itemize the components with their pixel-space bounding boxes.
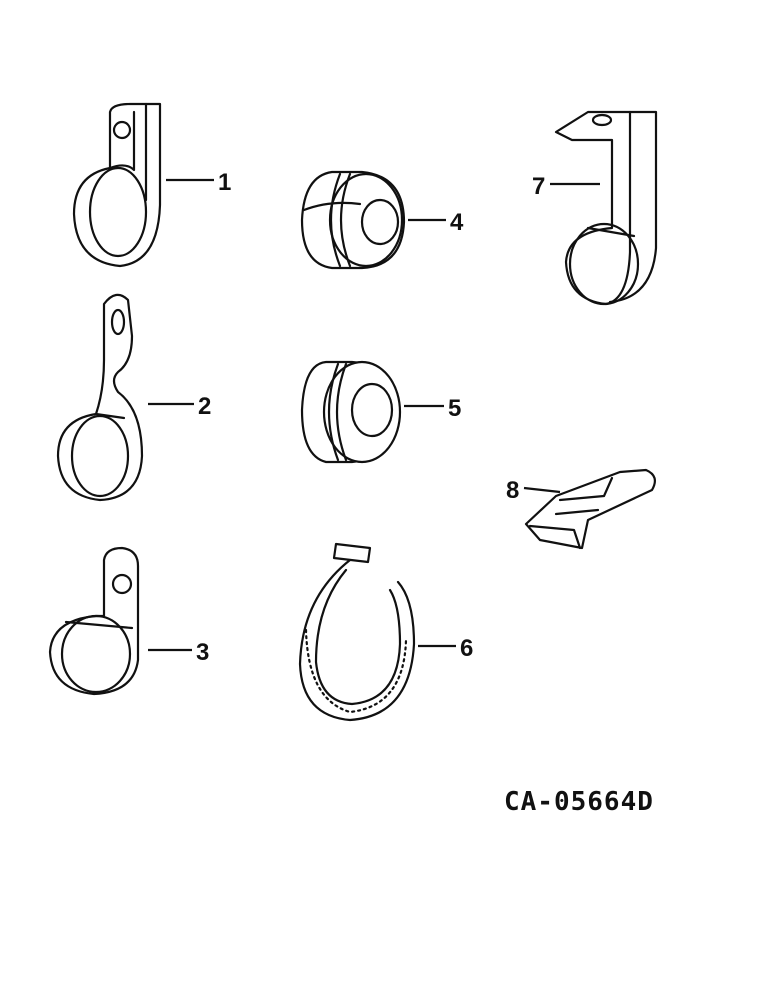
loop-clamp-icon: [72, 102, 162, 268]
cable-tie-icon: [298, 542, 416, 722]
callout-5: 5: [448, 395, 461, 422]
callout-3: 3: [196, 639, 209, 666]
short-loop-clamp-icon: [48, 546, 140, 696]
callout-8: 8: [506, 477, 519, 504]
drawing-code: CA-05664D: [504, 787, 654, 817]
grommet-icon: [300, 360, 402, 464]
offset-loop-clamp-icon: [56, 293, 144, 502]
angled-bracket-clamp-icon: [554, 110, 658, 306]
callout-7: 7: [532, 173, 545, 200]
callout-leaders: [148, 178, 600, 652]
callout-6: 6: [460, 635, 473, 662]
grommet-icon: [300, 170, 406, 270]
callout-2: 2: [198, 393, 211, 420]
spring-clip-icon: [524, 468, 657, 550]
callout-1: 1: [218, 169, 231, 196]
callout-4: 4: [450, 209, 464, 236]
